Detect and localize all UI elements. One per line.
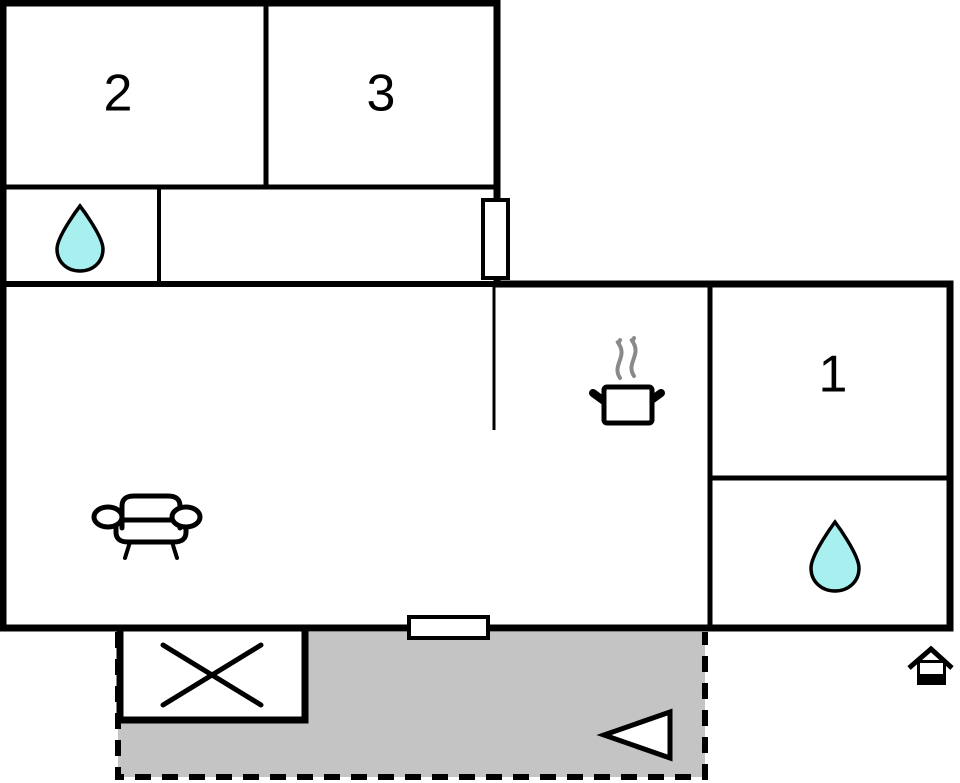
direction-arrow-shape	[596, 708, 673, 762]
direction-arrow-icon	[596, 708, 673, 762]
steam-wisp-left	[615, 338, 624, 380]
interior-walls	[3, 3, 950, 628]
steam-wisp-right	[629, 336, 638, 378]
room-label-2: 2	[104, 65, 133, 123]
cooking-pot-icon	[589, 336, 665, 426]
wall-main-outline	[0, 0, 954, 632]
water-drop-shape	[809, 519, 861, 593]
door-vertical-leaf[interactable]	[481, 198, 510, 280]
water-drop-shape	[55, 203, 105, 273]
door-horizontal[interactable]	[407, 615, 490, 640]
room-label-3: 3	[367, 65, 396, 123]
sofa-backrest	[119, 493, 183, 531]
house-window	[920, 663, 943, 674]
cross-mark-icon	[160, 642, 264, 708]
sofa-leg-left	[123, 540, 132, 560]
door-vertical[interactable]	[481, 198, 510, 280]
cross-stroke-b	[160, 642, 264, 708]
door-horizontal-leaf[interactable]	[407, 615, 490, 640]
water-drop-icon	[809, 519, 861, 593]
wall-upper-block-top	[0, 0, 501, 288]
pot-body	[601, 384, 655, 426]
sofa-seat	[113, 517, 189, 545]
terrace-dashed-border	[115, 632, 708, 780]
sofa-icon	[91, 493, 203, 560]
storage-shed	[116, 624, 309, 724]
sofa-armrest-right	[169, 504, 203, 530]
outer-walls	[0, 0, 954, 632]
sofa-armrest-left	[91, 504, 125, 530]
room-label-1: 1	[819, 346, 848, 404]
sofa-leg-right	[170, 540, 179, 560]
house-icon	[907, 645, 954, 685]
water-drop-icon	[55, 203, 105, 273]
